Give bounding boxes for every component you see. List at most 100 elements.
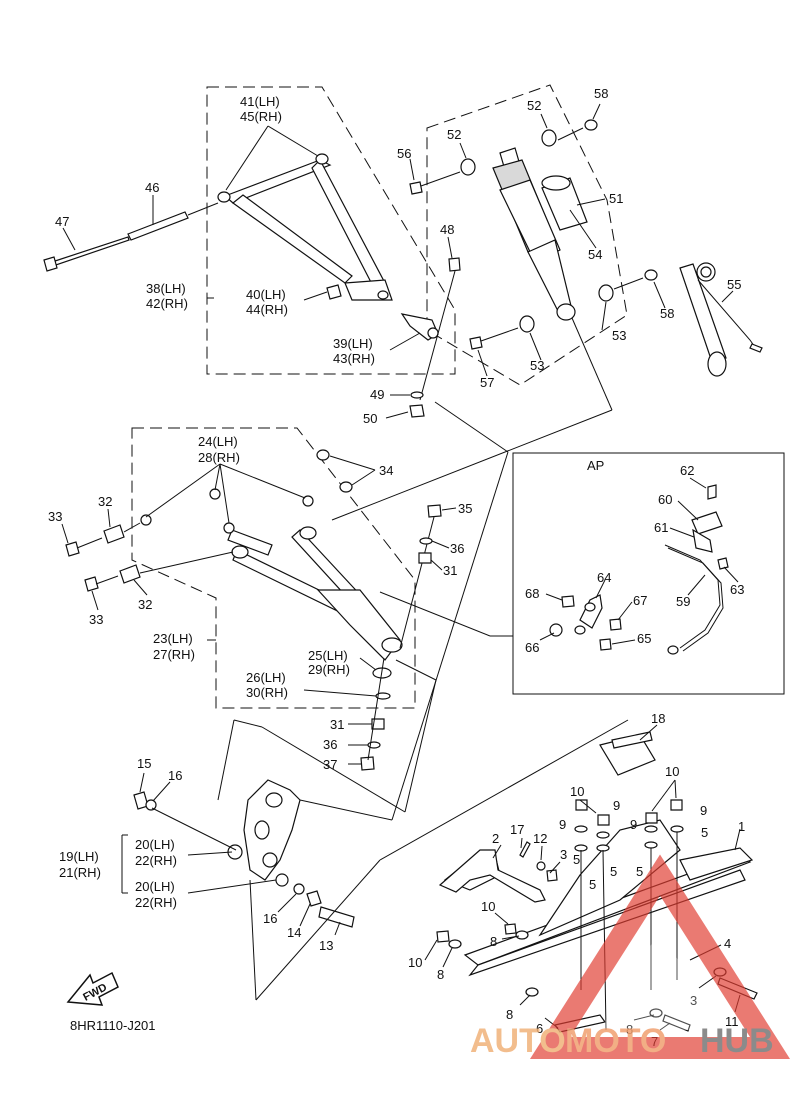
label-5b: 5 [573, 852, 580, 867]
part-40-nut [326, 284, 342, 300]
label-22b: 22(RH) [135, 895, 177, 910]
fwd-arrow: FWD [66, 971, 119, 1006]
label-65: 65 [637, 631, 651, 646]
ap-box [512, 452, 785, 695]
diagram-code: 8HR1110-J201 [70, 1018, 156, 1033]
label-55: 55 [727, 277, 741, 292]
label-51: 51 [609, 191, 623, 206]
part-46-shaft [127, 211, 189, 241]
label-29: 29(RH) [308, 662, 350, 677]
part-58-nut [584, 119, 598, 131]
label-32a: 32 [98, 494, 112, 509]
label-33b: 33 [89, 612, 103, 627]
lower-arm-group-outline [131, 427, 416, 709]
label-5c: 5 [610, 864, 617, 879]
label-16a: 16 [168, 768, 182, 783]
label-9b: 9 [700, 803, 707, 818]
label-9c: 9 [559, 817, 566, 832]
label-34: 34 [379, 463, 393, 478]
part-37-nut [360, 756, 375, 771]
label-52a: 52 [447, 127, 461, 142]
label-53a: 53 [612, 328, 626, 343]
label-24: 24(LH) [198, 434, 238, 449]
label-30: 30(RH) [246, 685, 288, 700]
label-17: 17 [510, 822, 524, 837]
upper-a-arm [217, 153, 393, 301]
part-47-bolt-head [43, 256, 58, 272]
label-68: 68 [525, 586, 539, 601]
label-56: 56 [397, 146, 411, 161]
lower-a-arm [227, 526, 403, 661]
part-34-bushing-b [339, 481, 353, 493]
label-37: 37 [323, 757, 337, 772]
part-56-bolt [409, 181, 423, 195]
label-44: 44(RH) [246, 302, 288, 317]
label-48: 48 [440, 222, 454, 237]
label-13: 13 [319, 938, 333, 953]
ap-label: AP [587, 458, 604, 473]
label-49: 49 [370, 387, 384, 402]
label-27: 27(RH) [153, 647, 195, 662]
label-61: 61 [654, 520, 668, 535]
part-49-washer [410, 391, 424, 399]
label-62: 62 [680, 463, 694, 478]
part-33-bolt-b [84, 576, 99, 592]
shock-absorber [492, 147, 576, 321]
watermark-auto: AUTO [470, 1022, 566, 1060]
spindle-bracket [227, 779, 301, 887]
label-45: 45(RH) [240, 109, 282, 124]
label-5e: 5 [589, 877, 596, 892]
label-1: 1 [738, 819, 745, 834]
label-19: 19(LH) [59, 849, 99, 864]
label-59: 59 [676, 594, 690, 609]
label-32b: 32 [138, 597, 152, 612]
part-48-bolt [448, 257, 461, 272]
label-67: 67 [633, 593, 647, 608]
part-47-bolt [51, 236, 130, 267]
label-63: 63 [730, 582, 744, 597]
part-33-bolt-a [65, 541, 80, 557]
label-64: 64 [597, 570, 611, 585]
label-23: 23(LH) [153, 631, 193, 646]
label-4: 4 [724, 936, 731, 951]
label-8a: 8 [490, 934, 497, 949]
label-31a: 31 [443, 563, 457, 578]
leader-lines [61, 103, 741, 1031]
part-14-collar [306, 890, 322, 907]
part-50-nut [409, 404, 425, 418]
label-16b: 16 [263, 911, 277, 926]
label-50: 50 [363, 411, 377, 426]
label-20b: 20(LH) [135, 879, 175, 894]
label-25: 25(LH) [308, 648, 348, 663]
watermark-hub: HUB [700, 1022, 774, 1060]
label-66: 66 [525, 640, 539, 655]
part-52-bushings [460, 129, 614, 333]
label-2: 2 [492, 831, 499, 846]
watermark-moto: MOTO [565, 1022, 666, 1060]
label-10b: 10 [570, 784, 584, 799]
part-36-washer-a [419, 537, 433, 545]
part-16-washer-a [145, 799, 157, 811]
part-32-bushing-b [119, 564, 141, 584]
label-28: 28(RH) [198, 450, 240, 465]
label-21: 21(RH) [59, 865, 101, 880]
part-55-gauge-tool [679, 262, 763, 377]
label-3a: 3 [560, 847, 567, 862]
label-18: 18 [651, 711, 665, 726]
label-3b: 3 [690, 993, 697, 1008]
watermark-logo: AUTO MOTO HUB [470, 854, 791, 1060]
label-5a: 5 [701, 825, 708, 840]
part-labels: 41(LH) 45(RH) 46 47 38(LH) 42(RH) 40(LH)… [48, 86, 745, 1049]
part-17-pin [519, 841, 531, 858]
ap-parts [549, 484, 729, 655]
part-3-collar-a [546, 869, 558, 882]
part-31-nut-a [418, 552, 432, 564]
label-9a: 9 [613, 798, 620, 813]
label-58b: 58 [660, 306, 674, 321]
part-13-shaft [318, 906, 355, 928]
label-10c: 10 [481, 899, 495, 914]
part-34-bushing-a [316, 449, 330, 461]
label-41: 41(LH) [240, 94, 280, 109]
